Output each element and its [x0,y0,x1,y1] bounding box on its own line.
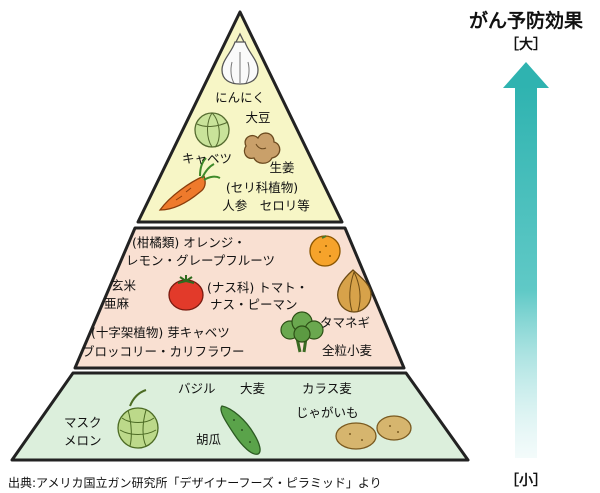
label-cruciferous-items: ブロッコリー・カリフラワー [82,344,245,359]
scale-label-small: ［小］ [505,472,547,489]
label-umbellifers-heading: (セリ科植物) [226,180,298,195]
label-onion: タマネギ [320,315,370,330]
label-carrot-celery: 人参 セロリ等 [222,198,310,213]
ginger-icon [243,132,281,164]
carrot-icon [158,157,221,211]
tomato-icon [168,275,204,311]
label-flax: 亜麻 [104,296,130,311]
label-potato: じゃがいも [296,405,359,420]
label-cucumber: 胡瓜 [196,432,222,447]
effect-arrow [503,62,549,458]
label-nightshade-heading: (ナス科) トマト・ [207,280,308,295]
label-barley: 大麦 [240,381,266,396]
label-musk: マスク [64,415,102,430]
source-note: 出典:アメリカ国立ガン研究所「デザイナーフーズ・ピラミッド」より [8,475,382,490]
garlic-icon [221,32,259,85]
label-soybean: 大豆 [245,110,270,125]
label-ginger: 生姜 [269,160,294,175]
label-melon: メロン [64,433,102,448]
label-cruciferous-heading: (十字架植物) 芽キャベツ [91,325,230,340]
onion-icon [337,269,372,313]
label-cabbage: キャベツ [182,151,232,166]
cabbage-icon [194,112,230,148]
melon-icon [117,389,159,449]
label-citrus-items: レモン・グレープフルーツ [126,253,275,268]
label-whole-wheat: 全粒小麦 [322,343,373,358]
orange-icon [309,235,341,267]
label-oats: カラス麦 [302,381,352,396]
label-nightshade-items: ナス・ピーマン [210,297,298,312]
effect-title: がん予防効果 [469,9,583,32]
pyramid-tier-top [136,10,344,224]
label-brown-rice: 玄米 [111,278,137,293]
label-basil: バジル [178,381,216,396]
label-garlic: にんにく [215,90,265,105]
potato-icon [335,415,412,450]
scale-label-large: ［大］ [505,36,547,53]
cucumber-icon [220,405,261,455]
label-citrus-heading: (柑橘類) オレンジ・ [132,235,246,250]
broccoli-icon [280,311,324,353]
